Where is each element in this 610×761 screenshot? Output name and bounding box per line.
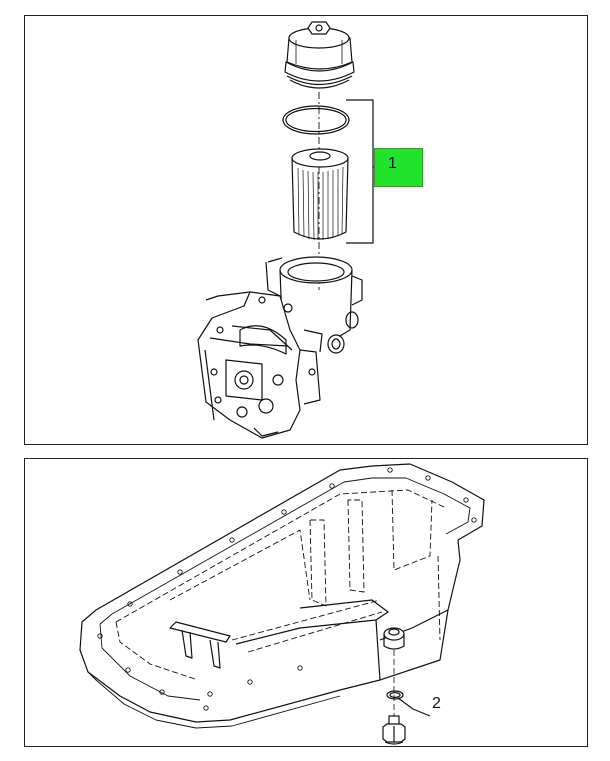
o-ring-drawing	[282, 105, 350, 135]
drain-washer-drawing	[386, 690, 404, 700]
callout-1-number[interactable]: 1	[388, 155, 397, 172]
drain-plug-drawing	[382, 650, 406, 745]
callout-2-number[interactable]: 2	[432, 695, 441, 712]
filter-housing-drawing	[197, 256, 363, 439]
filter-element-drawing	[291, 148, 349, 241]
oil-pan-drawing	[79, 463, 485, 729]
callout-1-highlight[interactable]	[374, 148, 423, 187]
filter-cap-drawing	[284, 21, 355, 89]
